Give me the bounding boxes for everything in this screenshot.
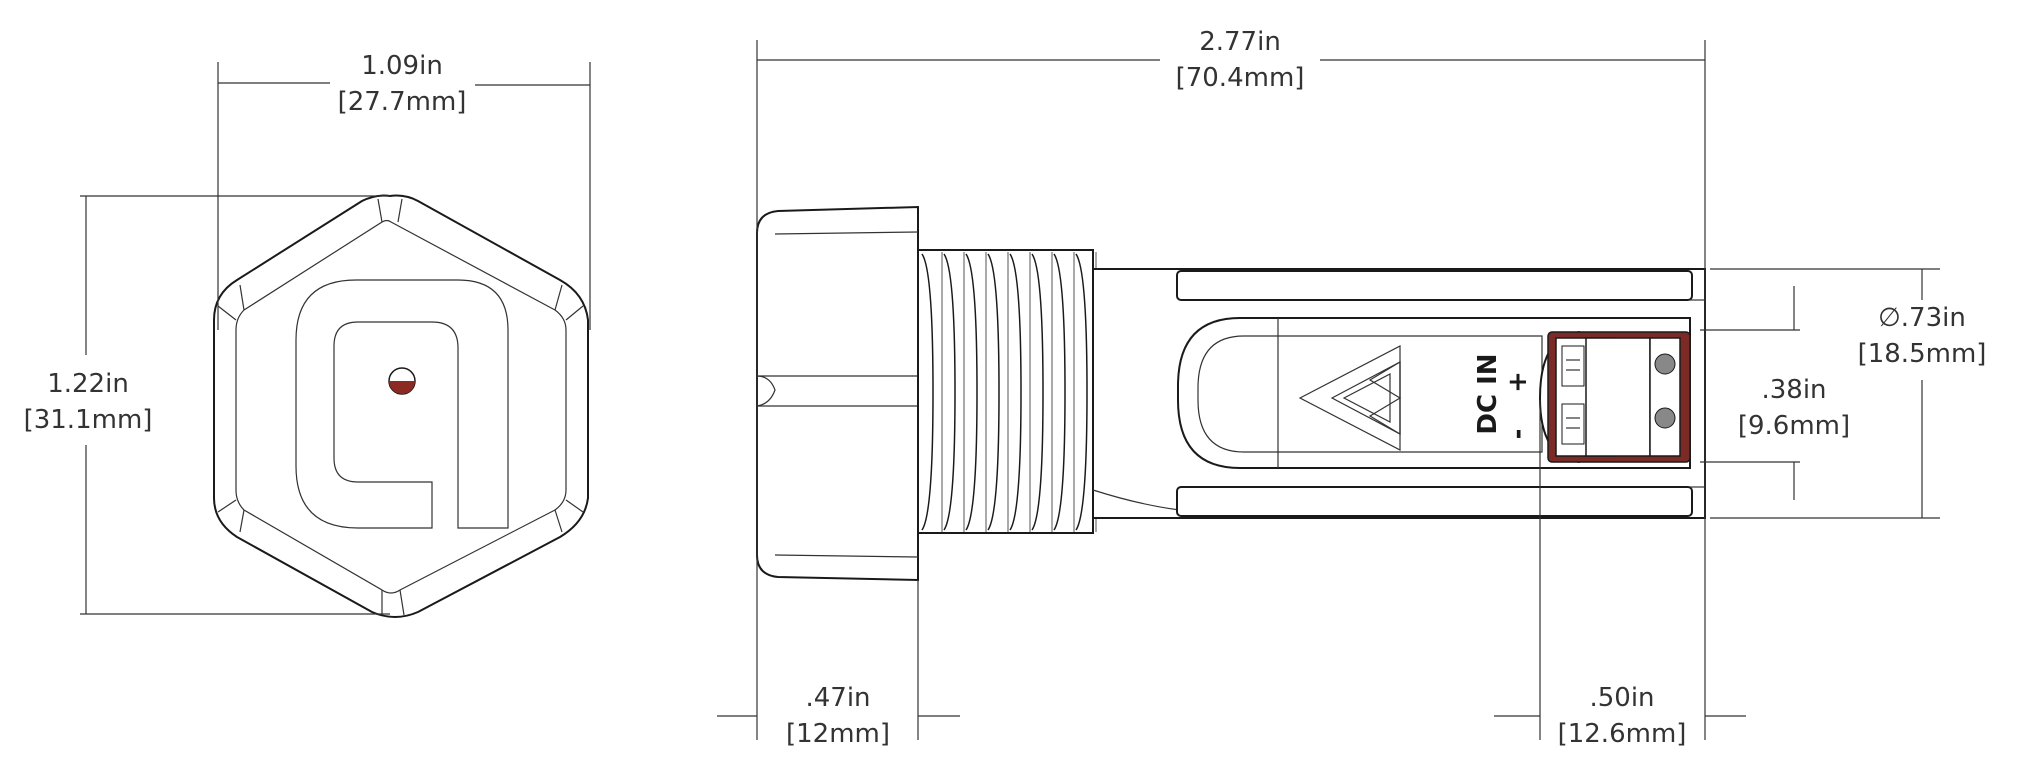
thread-ridge — [921, 253, 934, 531]
side-view: DC IN + - 2.77in — [717, 27, 1986, 749]
terminal-width-in: .38in — [1761, 375, 1826, 405]
terminal-length-mm: [12.6mm] — [1558, 719, 1687, 749]
hex-width-mm: [27.7mm] — [338, 87, 467, 117]
thread-ridge — [965, 253, 978, 531]
plus-label: + — [1503, 371, 1533, 393]
front-view-hexagon: 1.09in [27.7mm] 1.22in [31.1mm] — [24, 51, 591, 618]
hex-height-mm: [31.1mm] — [24, 405, 153, 435]
cap-length-mm: [12mm] — [786, 719, 890, 749]
hex-height-in: 1.22in — [47, 369, 129, 399]
dc-in-label: DC IN — [1473, 353, 1503, 434]
led-indicator-icon — [388, 367, 416, 395]
terminal-width-mm: [9.6mm] — [1738, 411, 1850, 441]
terminal-length-in: .50in — [1589, 683, 1654, 713]
thread-ridge — [1053, 253, 1066, 531]
logo-icon — [295, 279, 509, 529]
cap-nut — [756, 205, 919, 582]
overall-length-mm: [70.4mm] — [1176, 63, 1305, 93]
cap-length-in: .47in — [805, 683, 870, 713]
terminal-block — [1538, 331, 1691, 463]
diameter-in: ∅.73in — [1878, 303, 1966, 333]
overall-length-in: 2.77in — [1199, 27, 1281, 57]
triangle-logo-icon — [1298, 345, 1401, 451]
thread-ridge — [943, 253, 956, 531]
thread-ridge — [1075, 253, 1088, 531]
minus-label: - — [1503, 429, 1533, 440]
thread — [917, 249, 1097, 534]
thread-ridge — [1031, 253, 1044, 531]
thread-ridge — [1009, 253, 1022, 531]
hex-width-in: 1.09in — [361, 51, 443, 81]
diameter-mm: [18.5mm] — [1858, 339, 1987, 369]
thread-ridge — [987, 253, 1000, 531]
